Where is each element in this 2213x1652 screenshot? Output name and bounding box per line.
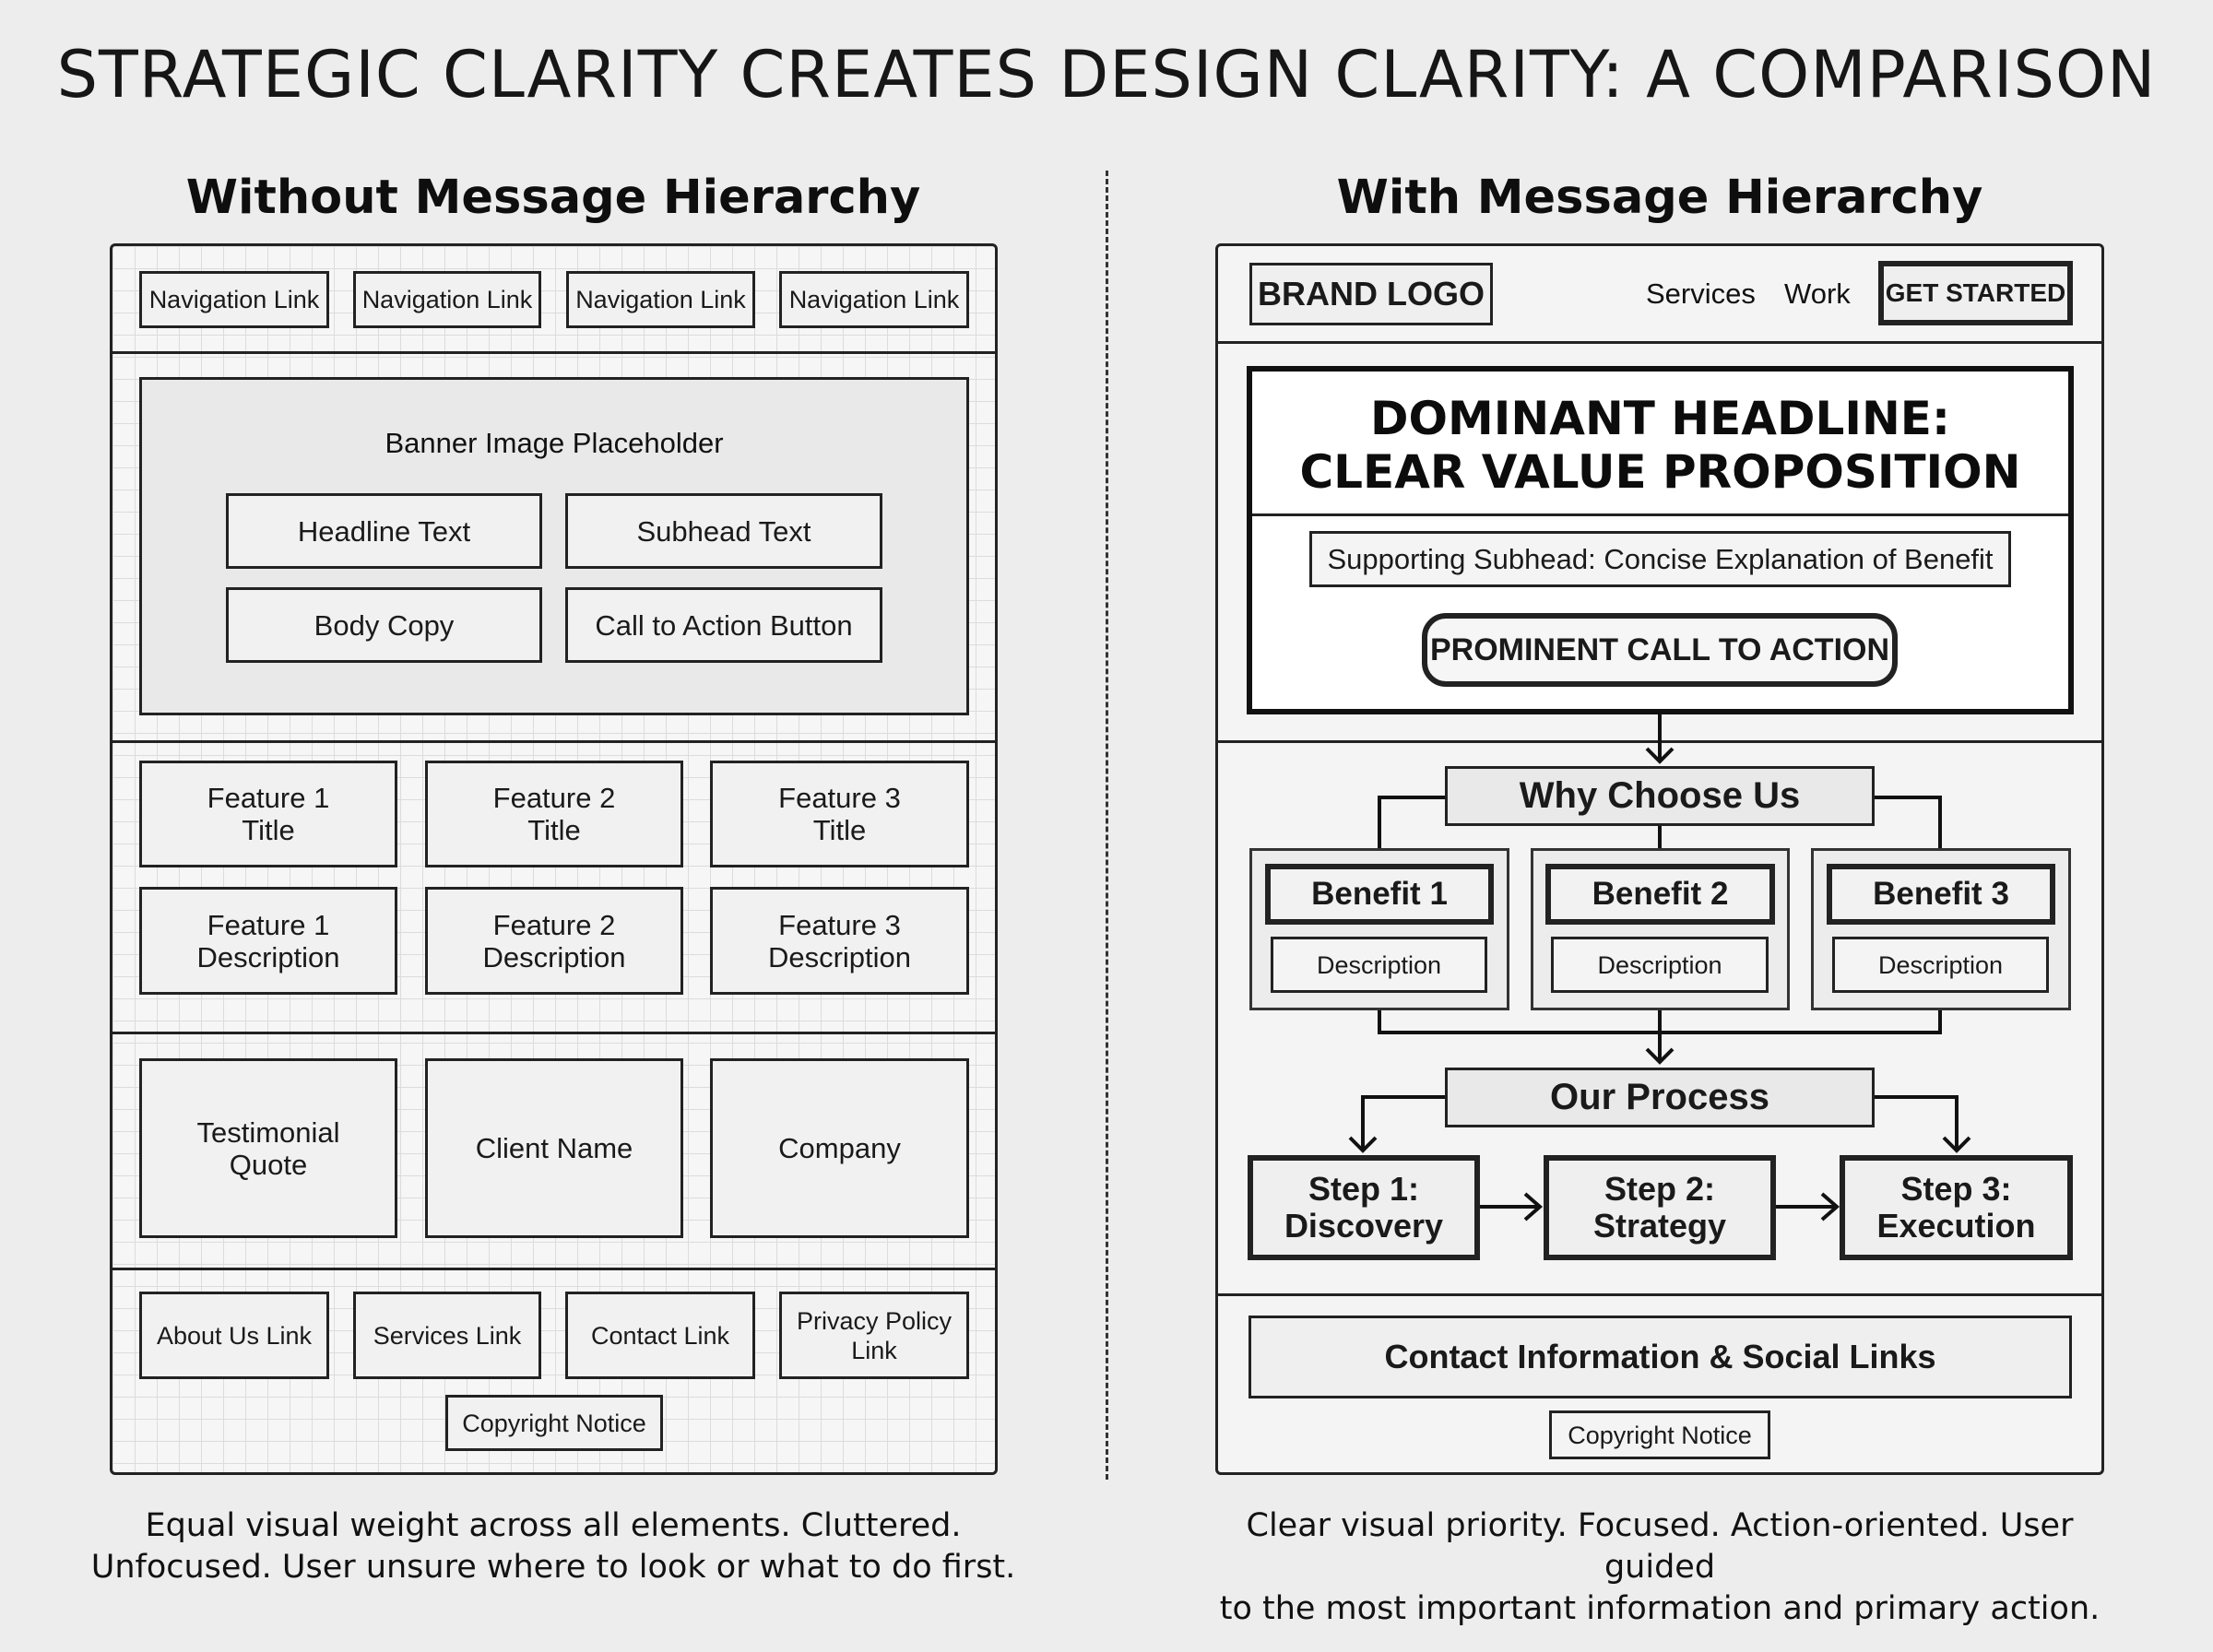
benefit-title: Benefit 2 bbox=[1545, 864, 1775, 925]
feature-description: Feature 2 Description bbox=[425, 887, 683, 995]
headline-text-box: Headline Text bbox=[226, 493, 542, 569]
benefit-title: Benefit 1 bbox=[1265, 864, 1494, 925]
supporting-subhead: Supporting Subhead: Concise Explanation … bbox=[1309, 531, 2011, 587]
nav-link[interactable]: Navigation Link bbox=[139, 271, 329, 328]
section-divider bbox=[112, 740, 996, 743]
benefit-title: Benefit 3 bbox=[1827, 864, 2055, 925]
primary-cta-button[interactable]: PROMINENT CALL TO ACTION bbox=[1422, 613, 1898, 687]
brand-logo[interactable]: BRAND LOGO bbox=[1249, 263, 1493, 325]
hero-divider bbox=[1252, 513, 2068, 516]
feature-description: Feature 3 Description bbox=[710, 887, 969, 995]
client-name: Client Name bbox=[425, 1058, 683, 1238]
center-divider bbox=[1106, 171, 1108, 1480]
why-choose-us-heading: Why Choose Us bbox=[1445, 766, 1875, 826]
nav-work[interactable]: Work bbox=[1784, 277, 1851, 310]
subhead-text-box: Subhead Text bbox=[565, 493, 882, 569]
contact-social-links[interactable]: Contact Information & Social Links bbox=[1249, 1316, 2072, 1398]
process-step: Step 3: Execution bbox=[1840, 1155, 2073, 1260]
right-caption: Clear visual priority. Focused. Action-o… bbox=[1219, 1507, 2101, 1627]
dominant-headline: DOMINANT HEADLINE: CLEAR VALUE PROPOSITI… bbox=[1299, 392, 2021, 499]
cta-button-box[interactable]: Call to Action Button bbox=[565, 587, 882, 663]
section-divider bbox=[112, 1268, 996, 1270]
feature-title: Feature 2 Title bbox=[425, 761, 683, 867]
benefit-description: Description bbox=[1551, 937, 1769, 993]
banner-label: Banner Image Placeholder bbox=[385, 427, 724, 459]
section-divider bbox=[1217, 1293, 2102, 1296]
process-step: Step 1: Discovery bbox=[1248, 1155, 1480, 1260]
copyright-notice: Copyright Notice bbox=[445, 1395, 663, 1451]
copyright-notice: Copyright Notice bbox=[1549, 1410, 1770, 1459]
our-process-heading: Our Process bbox=[1445, 1068, 1875, 1127]
section-divider bbox=[1217, 341, 2102, 344]
nav-link[interactable]: Navigation Link bbox=[566, 271, 755, 328]
nav-services[interactable]: Services bbox=[1646, 277, 1756, 310]
feature-title: Feature 3 Title bbox=[710, 761, 969, 867]
process-step: Step 2: Strategy bbox=[1544, 1155, 1776, 1260]
company: Company bbox=[710, 1058, 969, 1238]
feature-title: Feature 1 Title bbox=[139, 761, 397, 867]
nav-link[interactable]: Navigation Link bbox=[353, 271, 541, 328]
about-us-link[interactable]: About Us Link bbox=[139, 1292, 329, 1379]
left-heading: Without Message Hierarchy bbox=[185, 171, 921, 225]
body-copy-box: Body Copy bbox=[226, 587, 542, 663]
section-divider bbox=[112, 1032, 996, 1034]
get-started-button[interactable]: GET STARTED bbox=[1878, 261, 2073, 325]
feature-description: Feature 1 Description bbox=[139, 887, 397, 995]
services-link[interactable]: Services Link bbox=[353, 1292, 541, 1379]
testimonial-quote: Testimonial Quote bbox=[139, 1058, 397, 1238]
contact-link[interactable]: Contact Link bbox=[565, 1292, 755, 1379]
right-heading: With Message Hierarchy bbox=[1336, 171, 1983, 225]
section-divider bbox=[112, 351, 996, 354]
page-title: STRATEGIC CLARITY CREATES DESIGN CLARITY… bbox=[56, 37, 2157, 112]
left-caption: Equal visual weight across all elements.… bbox=[90, 1507, 1016, 1586]
privacy-policy-link[interactable]: Privacy Policy Link bbox=[779, 1292, 969, 1379]
benefit-description: Description bbox=[1271, 937, 1487, 993]
nav-link[interactable]: Navigation Link bbox=[779, 271, 969, 328]
benefit-description: Description bbox=[1832, 937, 2049, 993]
